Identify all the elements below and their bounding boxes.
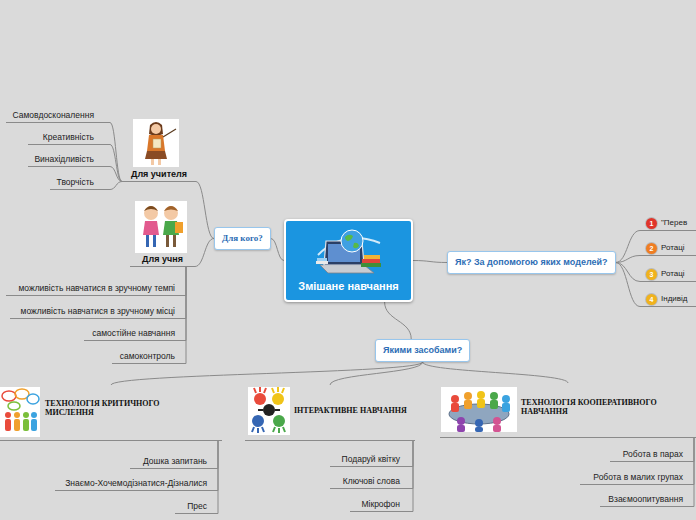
priority-badge: 1 xyxy=(646,218,657,229)
priority-badge: 3 xyxy=(646,269,657,280)
pupils-picture xyxy=(135,201,187,253)
topic-text: Для кого? xyxy=(222,233,263,244)
topic-text: Для учня xyxy=(142,254,183,265)
branch-line xyxy=(110,167,122,182)
topic-text: Для учителя xyxy=(131,169,187,180)
group-topic: ІНТЕРАКТИВНЕ НАВЧАННЯ xyxy=(245,385,415,441)
leaf-topic: Взаємоопитування xyxy=(600,492,694,507)
thinking-bubbles-picture xyxy=(0,387,40,437)
leaf-topic: Самовдосконалення xyxy=(6,108,110,123)
topic-text: Робота в малих групах xyxy=(583,471,683,483)
topic-text: Прес xyxy=(178,500,207,512)
topic-text: самостійне навчання xyxy=(87,327,175,339)
topic-text: Ротаці xyxy=(661,268,696,280)
leaf-topic: можливість навчатися в зручному місці xyxy=(10,304,186,319)
branch-line xyxy=(694,438,695,507)
topic-text: Ключові слова xyxy=(333,475,400,487)
topic-text: Творчість xyxy=(53,176,94,188)
topic-text: Змішане навчання xyxy=(298,280,399,293)
leaf-topic: Творчість xyxy=(50,175,110,190)
leaf-topic: самоконтроль xyxy=(112,349,186,364)
branch-line xyxy=(218,441,219,514)
topic-text: Якими засобами? xyxy=(383,345,462,356)
subtopic: Для учня xyxy=(130,200,195,267)
branch-box: Для кого? xyxy=(214,227,271,250)
model-item: 1 "Перев xyxy=(640,216,696,231)
branch-line xyxy=(423,362,568,383)
branch-line xyxy=(110,145,122,182)
leaf-topic: Робота в парах xyxy=(610,447,694,462)
branch-line xyxy=(616,231,640,263)
branch-line xyxy=(385,302,412,339)
branch-line xyxy=(271,239,284,261)
subtopic: Для учителя xyxy=(122,118,196,182)
topic-text: Індивід xyxy=(661,293,696,305)
group-topic: ТЕХНОЛОГІЯ КООПЕРАТИВНОГО НАВЧАННЯ xyxy=(440,383,696,438)
model-item: 2 Ротаці xyxy=(640,241,696,256)
leaf-topic: Креативність xyxy=(28,130,110,145)
leaf-topic: Дошка запитань xyxy=(130,454,218,469)
model-item: 3 Ротаці xyxy=(640,267,696,282)
leaf-topic: Робота в малих групах xyxy=(580,470,694,485)
branch-box: Якими засобами? xyxy=(375,339,470,362)
branch-line xyxy=(616,263,640,282)
teacher-picture xyxy=(133,119,179,167)
team-table-picture xyxy=(441,387,517,432)
topic-text: Креативність xyxy=(31,131,94,143)
leaf-topic: Мікрофон xyxy=(350,497,413,512)
branch-line xyxy=(413,261,447,263)
model-item: 4 Індивід xyxy=(640,292,696,307)
topic-text: Ротаці xyxy=(661,242,696,254)
leaf-topic: Знаємо-Хочемодізнатися-Дізналися xyxy=(55,476,218,491)
blended-learning-icon xyxy=(314,225,384,277)
topic-text: Робота в парах xyxy=(613,448,683,460)
branch-line xyxy=(330,362,423,385)
branch-line xyxy=(110,123,122,182)
branch-line xyxy=(196,182,214,239)
priority-badge: 4 xyxy=(646,294,657,305)
branch-box: Як? За допомогою яких моделей? xyxy=(447,251,616,274)
leaf-topic: Винахідливість xyxy=(28,152,110,167)
topic-text: можливість навчатися в зручному місці xyxy=(13,305,175,317)
colored-hands-picture xyxy=(248,387,290,435)
leaf-topic: самостійне навчання xyxy=(84,326,186,341)
group-topic: ТЕХНОЛОГІЯ КРИТИЧНОГО МИСЛЕННЯ xyxy=(0,385,222,441)
topic-text: Винахідливість xyxy=(31,153,94,165)
topic-text: Як? За допомогою яких моделей? xyxy=(455,257,608,268)
topic-text: можливість навчатися в зручному темпі xyxy=(9,282,175,294)
central-topic: Змішане навчання xyxy=(284,219,413,302)
branch-line xyxy=(111,362,423,385)
leaf-topic: Подаруй квітку xyxy=(330,452,413,467)
leaf-topic: можливість навчатися в зручному темпі xyxy=(6,281,186,296)
branch-line xyxy=(110,182,122,190)
topic-text: Мікрофон xyxy=(353,498,400,510)
topic-text: ІНТЕРАКТИВНЕ НАВЧАННЯ xyxy=(294,406,412,415)
topic-text: Подаруй квітку xyxy=(333,453,400,465)
leaf-topic: Ключові слова xyxy=(330,474,413,489)
topic-text: "Перев xyxy=(661,217,696,229)
branch-line xyxy=(616,263,640,307)
topic-text: Дошка запитань xyxy=(133,455,207,467)
topic-text: Самовдосконалення xyxy=(9,109,94,121)
priority-badge: 2 xyxy=(646,243,657,254)
branch-line xyxy=(195,239,214,267)
branch-line xyxy=(616,256,640,263)
topic-text: ТЕХНОЛОГІЯ КРИТИЧНОГО МИСЛЕННЯ xyxy=(45,399,180,417)
topic-text: Взаємоопитування xyxy=(603,493,683,505)
topic-text: Знаємо-Хочемодізнатися-Дізналися xyxy=(58,477,207,489)
leaf-topic: Прес xyxy=(175,499,218,514)
topic-text: ТЕХНОЛОГІЯ КООПЕРАТИВНОГО НАВЧАННЯ xyxy=(521,398,676,416)
topic-text: самоконтроль xyxy=(115,350,175,362)
